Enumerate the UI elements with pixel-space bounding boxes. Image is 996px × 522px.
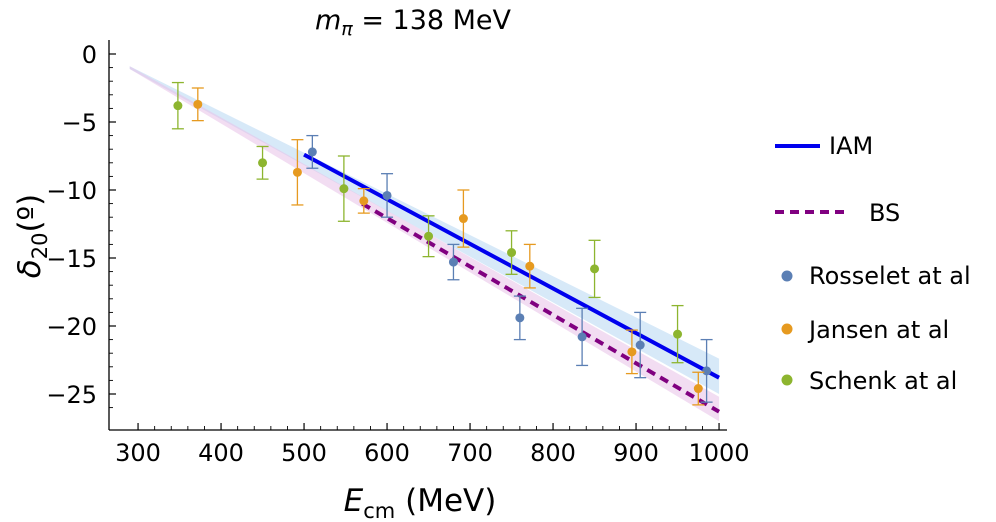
point-schenk: [422, 215, 435, 258]
marker-jansen: [359, 196, 369, 206]
point-jansen: [357, 187, 370, 214]
line-bs: [361, 201, 721, 414]
marker-schenk: [339, 184, 349, 194]
point-schenk: [505, 230, 518, 275]
y-tick-label: −25: [46, 381, 97, 409]
marker-rosselet: [307, 147, 317, 157]
y-tick-label: 0: [82, 41, 97, 69]
legend: IAM BS Rosselet at al Jansen at al Schen…: [775, 132, 971, 395]
band-bs: [129, 66, 720, 422]
marker-rosselet: [448, 257, 458, 267]
marker-schenk: [590, 264, 600, 274]
marker-schenk: [507, 248, 517, 258]
marker-schenk: [258, 158, 268, 168]
x-tick-label: 400: [198, 439, 244, 467]
data-points: [171, 81, 713, 406]
x-axis-ticks: 300 400 500 600 700 800 900 1000: [115, 423, 750, 467]
point-schenk: [171, 81, 184, 130]
marker-jansen: [693, 384, 703, 394]
chart-title: mπ = 138 MeV: [315, 5, 512, 40]
marker-jansen: [525, 261, 535, 271]
point-jansen: [523, 243, 536, 289]
marker-rosselet: [382, 190, 392, 200]
x-axis-label: Ecm (MeV): [344, 483, 497, 522]
x-tick-label: 600: [364, 439, 410, 467]
y-tick-label: −10: [46, 177, 97, 205]
marker-rosselet: [577, 332, 587, 342]
y-axis-label: δ20(º): [12, 194, 52, 279]
point-jansen: [625, 329, 638, 375]
point-rosselet: [513, 295, 526, 341]
legend-item-iam: IAM: [775, 132, 873, 160]
legend-marker-jansen: [781, 323, 793, 335]
x-tick-label: 900: [613, 439, 659, 467]
point-jansen: [457, 189, 470, 248]
confidence-bands: [129, 66, 720, 422]
y-tick-label: −15: [46, 245, 97, 273]
legend-item-rosselet: Rosselet at al: [781, 262, 971, 290]
marker-schenk: [424, 231, 434, 241]
x-tick-label: 700: [447, 439, 493, 467]
point-schenk: [256, 145, 269, 180]
x-tick-label: 1000: [689, 439, 750, 467]
x-tick-label: 800: [530, 439, 576, 467]
marker-rosselet: [515, 313, 525, 323]
marker-schenk: [673, 329, 683, 339]
point-rosselet: [381, 173, 394, 218]
point-jansen: [291, 139, 304, 206]
marker-rosselet: [702, 366, 712, 376]
legend-label-jansen: Jansen at al: [807, 316, 949, 344]
legend-label-iam: IAM: [829, 132, 873, 160]
legend-label-bs: BS: [869, 199, 900, 227]
marker-jansen: [193, 99, 203, 109]
marker-rosselet: [635, 340, 645, 350]
point-rosselet: [700, 338, 713, 403]
legend-marker-schenk: [781, 374, 793, 386]
x-tick-label: 500: [281, 439, 327, 467]
point-rosselet: [447, 243, 460, 281]
point-jansen: [191, 87, 204, 122]
point-rosselet: [576, 307, 589, 367]
point-jansen: [692, 371, 705, 406]
legend-label-rosselet: Rosselet at al: [809, 262, 971, 290]
point-rosselet: [634, 311, 647, 379]
point-schenk: [671, 304, 684, 364]
y-tick-label: −20: [46, 313, 97, 341]
y-axis-ticks: 0 −5 −10 −15 −20 −25: [46, 41, 116, 409]
legend-item-schenk: Schenk at al: [781, 367, 957, 395]
band-iam: [129, 66, 720, 395]
point-rosselet: [306, 134, 319, 169]
point-schenk: [588, 239, 601, 299]
y-tick-label: −5: [62, 109, 97, 137]
legend-item-jansen: Jansen at al: [781, 316, 949, 344]
legend-label-schenk: Schenk at al: [809, 367, 957, 395]
legend-marker-rosselet: [781, 270, 793, 282]
marker-jansen: [292, 167, 302, 177]
legend-item-bs: BS: [775, 199, 900, 227]
marker-schenk: [173, 101, 183, 111]
point-schenk: [337, 155, 350, 222]
marker-jansen: [627, 347, 637, 357]
x-tick-label: 300: [115, 439, 161, 467]
marker-jansen: [458, 214, 468, 224]
